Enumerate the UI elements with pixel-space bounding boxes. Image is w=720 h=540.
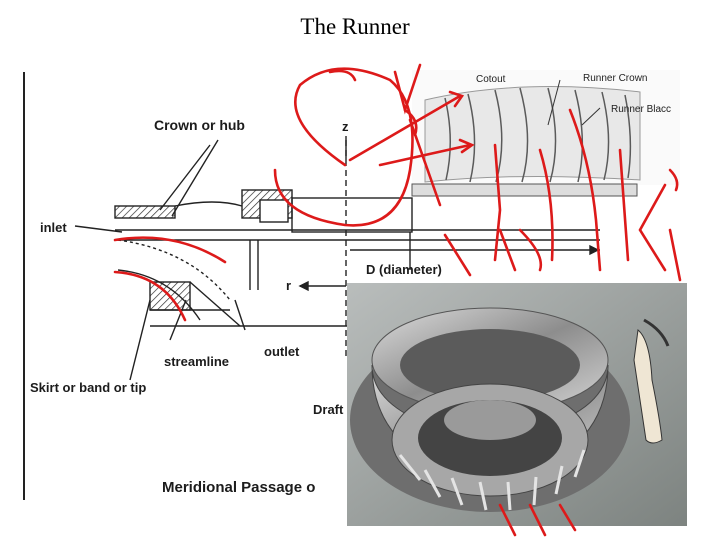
- red-annotations: [113, 63, 682, 537]
- label-z-axis: z: [342, 119, 349, 134]
- slide-title: The Runner: [300, 14, 410, 39]
- label-streamline: streamline: [164, 354, 229, 369]
- callout-runner-crown: Runner Crown: [583, 73, 647, 84]
- cross-section: [74, 136, 600, 381]
- label-crown: Crown or hub: [154, 117, 245, 133]
- runner-photo: [347, 283, 687, 526]
- diagram-caption: Meridional Passage o: [162, 479, 315, 496]
- label-outlet: outlet: [264, 344, 300, 359]
- label-draft: Draft: [313, 402, 344, 417]
- label-r-axis: r: [286, 278, 291, 293]
- callout-cutout: Cotout: [476, 74, 506, 85]
- callout-runner-blade: Runner Blacc: [611, 104, 671, 115]
- label-inlet: inlet: [40, 220, 67, 235]
- label-skirt: Skirt or band or tip: [30, 380, 146, 395]
- label-diameter: D (diameter): [366, 262, 442, 277]
